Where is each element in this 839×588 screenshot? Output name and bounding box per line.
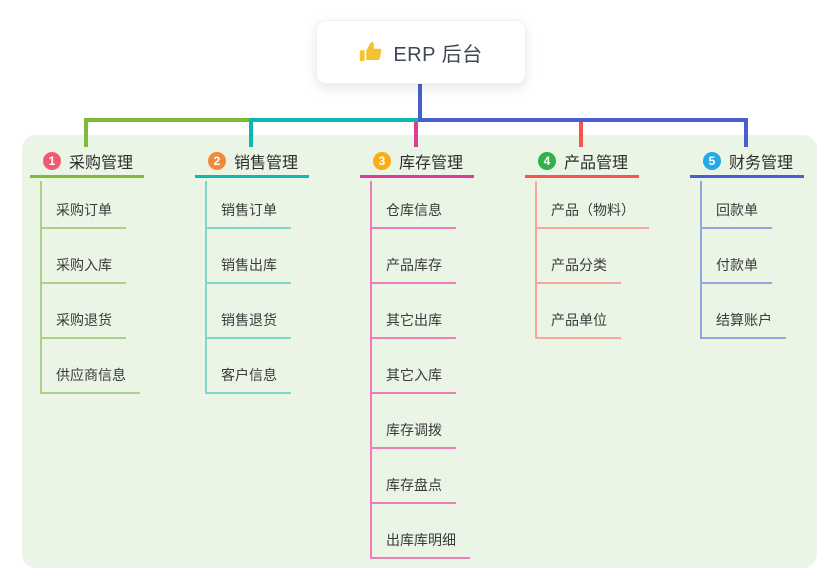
connector-line <box>84 118 249 122</box>
branch-title-5[interactable]: 5 财务管理 <box>690 146 804 178</box>
child-node-row: 产品（物料） <box>535 174 685 229</box>
child-node-row: 产品库存 <box>370 229 520 284</box>
child-node[interactable]: 库存调拨 <box>370 420 456 449</box>
child-node[interactable]: 结算账户 <box>700 310 786 339</box>
connector-line <box>414 118 418 147</box>
branch-title-label: 产品管理 <box>564 154 629 172</box>
child-node-row: 出库库明细 <box>370 504 520 559</box>
branch-title-4[interactable]: 4 产品管理 <box>525 146 639 178</box>
branch-title-label: 财务管理 <box>729 154 794 172</box>
child-node[interactable]: 仓库信息 <box>370 200 456 229</box>
branch-title-3[interactable]: 3 库存管理 <box>360 146 474 178</box>
child-node[interactable]: 销售退货 <box>205 310 291 339</box>
branch-index-badge: 4 <box>538 151 556 170</box>
branch-index-badge: 3 <box>373 151 391 170</box>
child-node-row: 其它出库 <box>370 284 520 339</box>
child-node[interactable]: 付款单 <box>700 255 772 284</box>
child-node[interactable]: 销售出库 <box>205 255 291 284</box>
branch-index-badge: 1 <box>43 151 61 170</box>
child-node-row: 产品单位 <box>535 284 685 339</box>
child-node[interactable]: 采购退货 <box>40 310 126 339</box>
child-node[interactable]: 产品（物料） <box>535 200 649 229</box>
connector-line <box>84 118 88 147</box>
child-node[interactable]: 销售订单 <box>205 200 291 229</box>
child-node-row: 库存调拨 <box>370 394 520 449</box>
child-node-row: 其它入库 <box>370 339 520 394</box>
branch-children: 采购订单采购入库采购退货供应商信息 <box>40 174 190 394</box>
branch-title-label: 采购管理 <box>69 154 134 172</box>
branch-child-connector-line <box>370 181 372 559</box>
branches-panel <box>22 135 817 568</box>
child-node-row: 库存盘点 <box>370 449 520 504</box>
branch-title-1[interactable]: 1 采购管理 <box>30 146 144 178</box>
child-node[interactable]: 出库库明细 <box>370 530 470 559</box>
child-node[interactable]: 产品分类 <box>535 255 621 284</box>
child-node[interactable]: 库存盘点 <box>370 475 456 504</box>
branch-children: 仓库信息产品库存其它出库其它入库库存调拨库存盘点出库库明细 <box>370 174 520 559</box>
child-node[interactable]: 客户信息 <box>205 365 291 394</box>
child-node-row: 销售出库 <box>205 229 355 284</box>
child-node[interactable]: 其它出库 <box>370 310 456 339</box>
branch-title-2[interactable]: 2 销售管理 <box>195 146 309 178</box>
branch-child-connector-line <box>535 181 537 339</box>
child-node-row: 采购入库 <box>40 229 190 284</box>
branch-children: 销售订单销售出库销售退货客户信息 <box>205 174 355 394</box>
connector-line <box>253 118 420 122</box>
child-node[interactable]: 产品库存 <box>370 255 456 284</box>
root-node[interactable]: ERP 后台 <box>316 20 526 84</box>
branch-child-connector-line <box>700 181 702 339</box>
branch-title-label: 销售管理 <box>234 154 299 172</box>
branch-child-connector-line <box>205 181 207 394</box>
child-node-row: 采购退货 <box>40 284 190 339</box>
child-node-row: 结算账户 <box>700 284 839 339</box>
connector-line <box>249 118 253 147</box>
child-node-row: 销售退货 <box>205 284 355 339</box>
branch-child-connector-line <box>40 181 42 394</box>
branch-children: 回款单付款单结算账户 <box>700 174 839 339</box>
child-node[interactable]: 其它入库 <box>370 365 456 394</box>
branch-index-badge: 2 <box>208 151 226 170</box>
connector-line <box>418 80 422 120</box>
branch-title-label: 库存管理 <box>399 154 464 172</box>
child-node-row: 仓库信息 <box>370 174 520 229</box>
child-node[interactable]: 采购入库 <box>40 255 126 284</box>
child-node-row: 客户信息 <box>205 339 355 394</box>
connector-line <box>579 118 583 147</box>
child-node[interactable]: 采购订单 <box>40 200 126 229</box>
thumbs-up-icon <box>360 42 382 61</box>
child-node[interactable]: 产品单位 <box>535 310 621 339</box>
child-node[interactable]: 供应商信息 <box>40 365 140 394</box>
connector-line <box>744 118 748 147</box>
connector-line <box>418 118 748 122</box>
root-node-label: ERP 后台 <box>393 43 483 66</box>
child-node-row: 产品分类 <box>535 229 685 284</box>
child-node-row: 采购订单 <box>40 174 190 229</box>
branch-index-badge: 5 <box>703 151 721 170</box>
child-node[interactable]: 回款单 <box>700 200 772 229</box>
branch-children: 产品（物料） 产品分类产品单位 <box>535 174 685 339</box>
child-node-row: 销售订单 <box>205 174 355 229</box>
child-node-row: 回款单 <box>700 174 839 229</box>
child-node-row: 付款单 <box>700 229 839 284</box>
child-node-row: 供应商信息 <box>40 339 190 394</box>
